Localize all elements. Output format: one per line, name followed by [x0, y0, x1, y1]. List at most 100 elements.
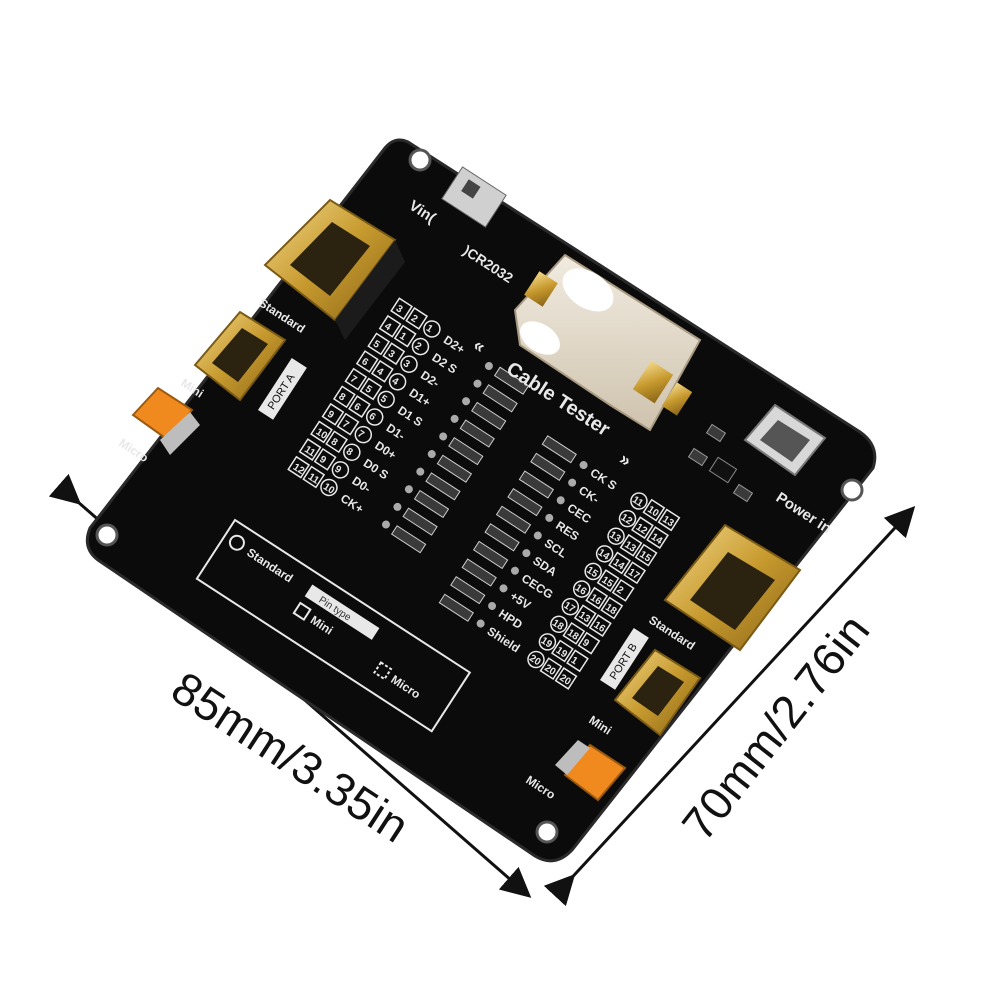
pin-number-marker [321, 402, 345, 426]
pin-number: 4 [382, 321, 393, 333]
pin-number: 9 [580, 637, 591, 649]
pin-number-marker [365, 408, 384, 426]
test-pad [404, 485, 413, 494]
pin-number: 9 [325, 409, 336, 421]
pin-number-marker [618, 509, 637, 528]
pin-number: 4 [374, 366, 385, 378]
pin-number-marker [607, 527, 625, 545]
test-pad [416, 467, 425, 476]
pin-number-marker [302, 465, 326, 489]
test-pad [579, 461, 588, 470]
pin-number-marker [390, 297, 413, 321]
pin-number-marker [382, 342, 406, 366]
test-pad [545, 513, 554, 522]
pin-number: 2 [412, 340, 423, 352]
test-pad [393, 502, 402, 511]
port-b-hdmi-standard [663, 523, 802, 652]
pin-number-marker [423, 320, 441, 338]
mounting-holes [95, 148, 864, 844]
pin-number-marker [550, 639, 574, 663]
pin-number-marker [378, 314, 402, 338]
pin-number-marker [377, 390, 395, 409]
pin-number-marker [359, 377, 383, 401]
pin-number-marker [646, 526, 669, 549]
pin-number: 7 [355, 429, 366, 441]
pin-number: 7 [340, 419, 351, 431]
pin-number-marker [298, 438, 322, 461]
pin-number: 2 [409, 313, 420, 325]
pin-number-marker [611, 578, 635, 602]
smd-components [687, 423, 754, 503]
pin-number-marker [619, 533, 643, 557]
led-component [450, 576, 486, 605]
pin-number: 5 [363, 384, 374, 396]
height-dimension-line [543, 505, 916, 907]
port-a-micro-label: Micro [116, 436, 150, 465]
mounting-hole-left [95, 523, 119, 547]
port-a-hdmi-micro [131, 386, 200, 455]
port-a-hdmi-standard [263, 198, 405, 340]
pin-number-marker [332, 385, 356, 409]
test-pad [484, 361, 493, 370]
led-component [507, 487, 543, 517]
led-component [471, 401, 507, 431]
pin-number-marker [354, 425, 373, 444]
led-component [484, 523, 520, 552]
led-component [438, 593, 474, 622]
test-pad [556, 496, 565, 505]
pin-number-marker [630, 492, 648, 510]
test-pad [462, 397, 471, 406]
pin-number: 1 [569, 655, 580, 667]
pin-number-marker [539, 657, 563, 681]
pin-number: 7 [348, 374, 359, 386]
led-component [461, 558, 497, 587]
test-pad [488, 601, 497, 610]
led-component [425, 472, 461, 501]
test-pad [381, 520, 390, 529]
led-component [402, 507, 438, 536]
pin-number-marker [595, 545, 614, 563]
pin-number-marker [657, 508, 681, 532]
test-pad [427, 450, 436, 459]
pin-number: 9 [317, 454, 328, 466]
led-component [448, 437, 484, 466]
pin-number-marker [572, 580, 591, 598]
pin-number-marker [405, 307, 429, 330]
test-pad [510, 566, 519, 575]
led-component [495, 505, 532, 534]
pin-number-marker [562, 621, 586, 645]
test-pad [473, 379, 482, 388]
pin-number: 4 [390, 376, 401, 388]
led-component [436, 454, 473, 483]
pin-number-marker [566, 649, 589, 673]
pin-number-marker [331, 461, 350, 479]
test-pad [499, 584, 508, 593]
led-component [390, 525, 427, 554]
test-pad [568, 478, 577, 487]
pin-number-marker [370, 359, 394, 383]
mounting-hole-top [408, 148, 432, 172]
pin-number-marker [554, 667, 578, 690]
pin-number-marker [527, 650, 545, 669]
pin-number-marker [400, 355, 418, 373]
pin-number: 2 [615, 584, 626, 596]
led-component [413, 489, 450, 519]
usb-c-power-connector [743, 403, 827, 477]
pin-number-marker [336, 412, 360, 436]
led-component [530, 452, 566, 482]
led-component [459, 419, 495, 448]
pin-number-marker [344, 367, 368, 391]
pin-number-marker [642, 498, 666, 522]
pin-number: 8 [344, 446, 355, 458]
pin-number-marker [325, 430, 349, 454]
pin-number-marker [584, 562, 602, 581]
pin-number: 3 [394, 303, 405, 315]
mounting-hole-bottom [535, 820, 559, 844]
test-pad [522, 549, 531, 558]
test-pad [450, 414, 459, 423]
pin-number-marker [367, 332, 391, 356]
